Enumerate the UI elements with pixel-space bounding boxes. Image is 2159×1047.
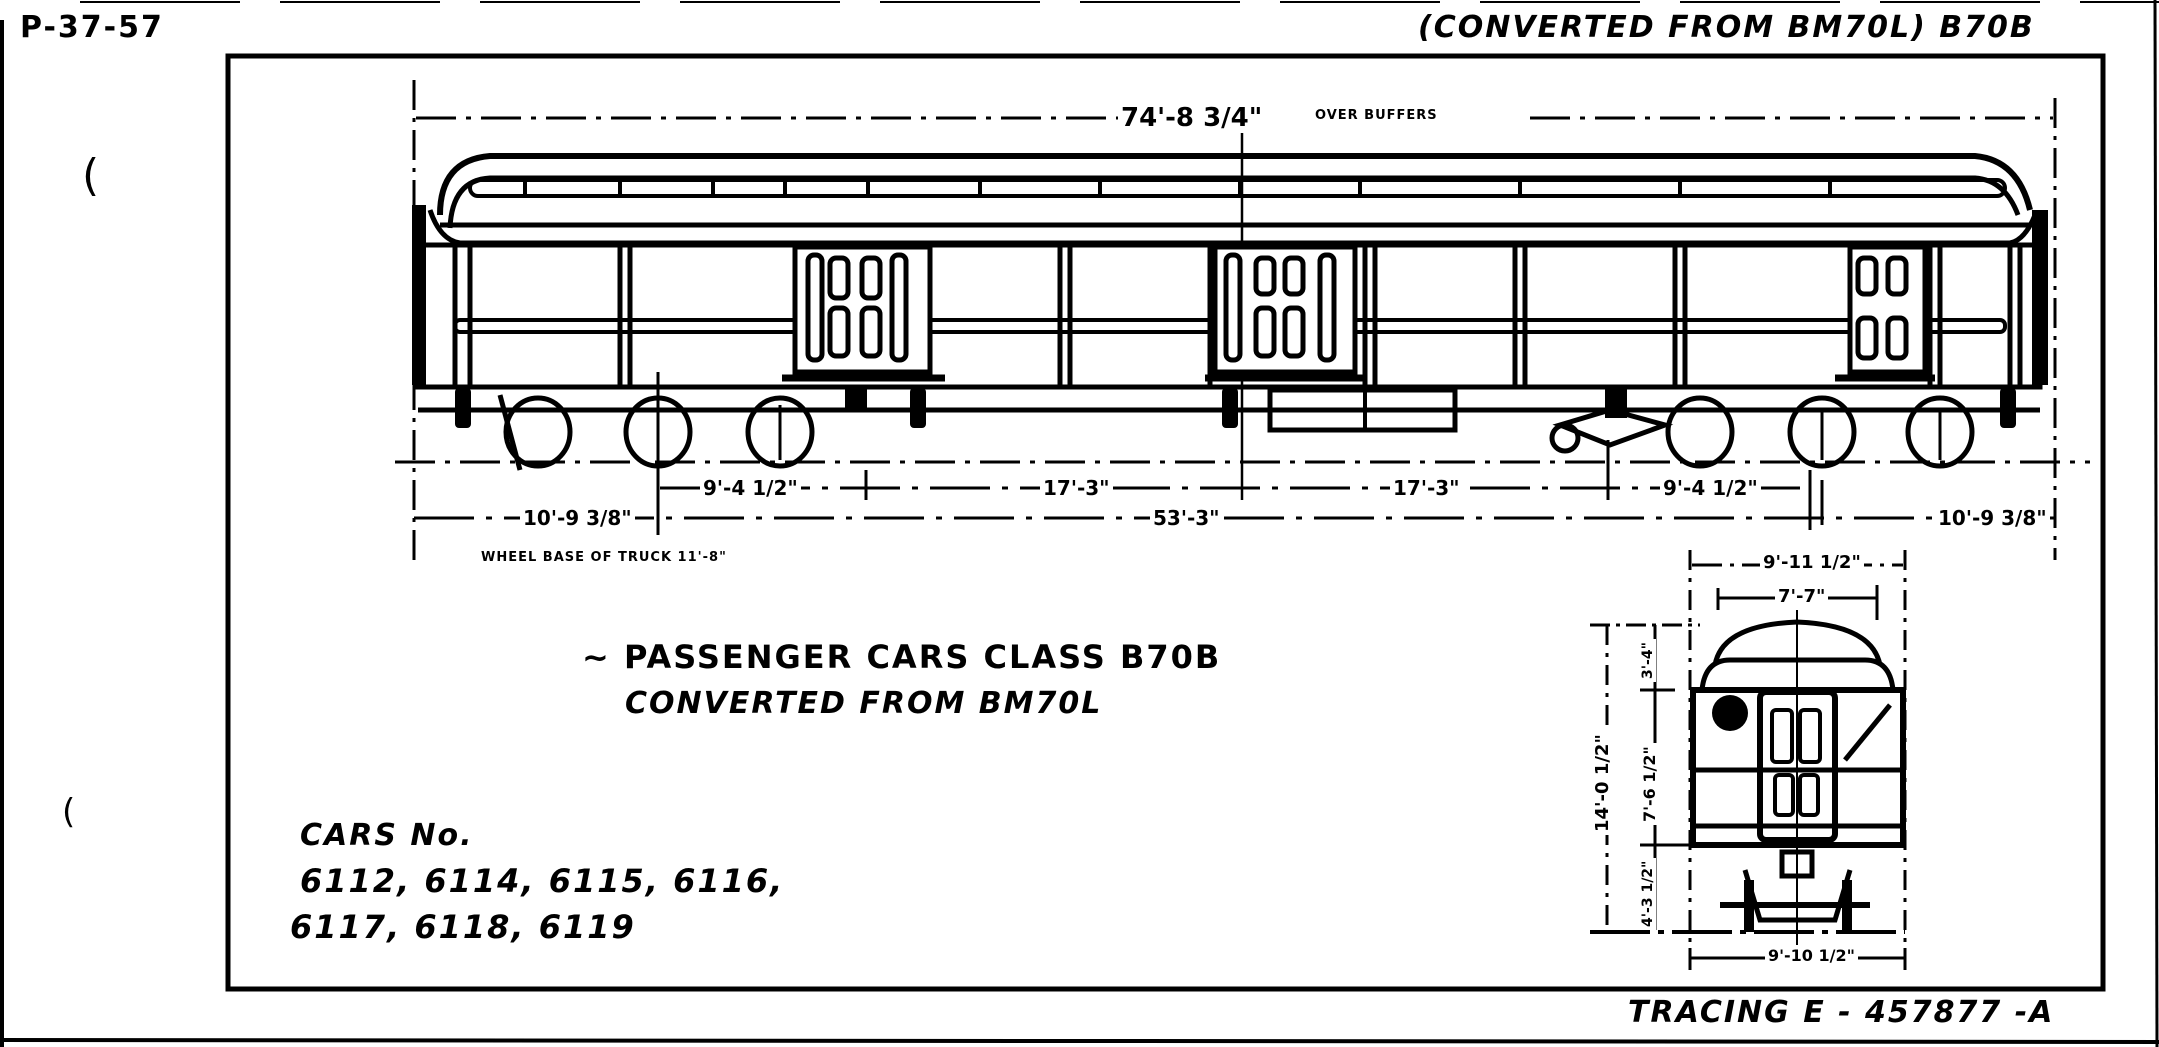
dim-overall-length-note: OVER BUFFERS xyxy=(1312,108,1441,123)
side-door-2 xyxy=(1205,244,1365,382)
truck-left xyxy=(497,372,815,480)
tracing-reference: TRACING E - 457877 -A xyxy=(1628,995,2055,1030)
dim-end-overhang-left: 10'-9 3/8" xyxy=(520,506,635,530)
car-numbers-line-2: 6117, 6118, 6119 xyxy=(290,908,636,946)
dim-end-overall-width: 9'-11 1/2" xyxy=(1760,552,1864,573)
header-title: (CONVERTED FROM BM70L) B70B xyxy=(1418,10,2035,45)
paper-edge-right xyxy=(2153,0,2159,1047)
drawing-subtitle: CONVERTED FROM BM70L xyxy=(625,686,1103,721)
dim-end-track-width: 9'-10 1/2" xyxy=(1765,946,1858,965)
dim-end-overhang-right: 10'-9 3/8" xyxy=(1935,506,2050,530)
end-elevation xyxy=(1590,550,1907,970)
paper-edge-bottom xyxy=(0,1038,2159,1044)
side-door-3 xyxy=(1835,244,1935,382)
margin-mark-bottom: ( xyxy=(62,792,78,832)
dim-truck-centers: 53'-3" xyxy=(1150,506,1223,530)
side-door-1 xyxy=(782,244,945,382)
dim-end-roof-height: 3'-4" xyxy=(1640,639,1656,682)
wheel-base-note: WHEEL BASE OF TRUCK 11'-8" xyxy=(478,550,730,565)
dim-end-underframe-height: 4'-3 1/2" xyxy=(1640,857,1656,930)
dim-right-center-segment: 17'-3" xyxy=(1390,476,1463,500)
truck-right xyxy=(1665,395,1975,469)
dim-right-door-to-truck: 9'-4 1/2" xyxy=(1660,476,1761,500)
car-numbers-heading: CARS No. xyxy=(300,818,474,853)
drawing-frame xyxy=(225,53,2106,992)
dim-end-overall-height: 14'-0 1/2" xyxy=(1592,731,1613,835)
file-reference: P-37-57 xyxy=(20,10,164,45)
dim-end-roof-width: 7'-7" xyxy=(1775,586,1829,607)
dim-overall-length: 74'-8 3/4" xyxy=(1118,103,1266,133)
dim-end-body-height: 7'-6 1/2" xyxy=(1640,743,1659,825)
dim-left-center-segment: 17'-3" xyxy=(1040,476,1113,500)
dim-left-truck-to-door: 9'-4 1/2" xyxy=(700,476,801,500)
drawing-title: ~ PASSENGER CARS CLASS B70B xyxy=(582,638,1222,676)
margin-mark-top: ( xyxy=(82,150,102,201)
car-numbers-line-1: 6112, 6114, 6115, 6116, xyxy=(300,862,785,900)
side-elevation xyxy=(395,80,2090,565)
